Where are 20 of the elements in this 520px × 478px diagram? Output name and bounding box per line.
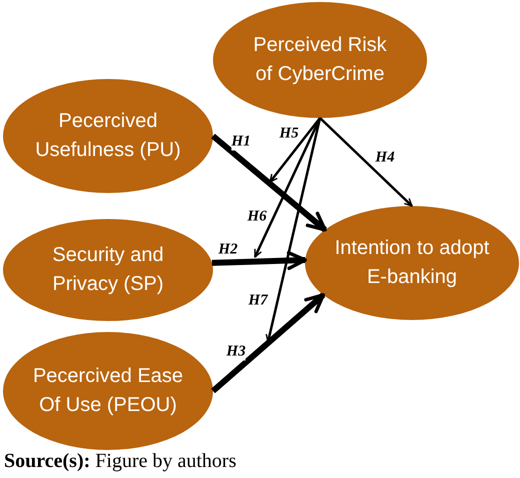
arrow (212, 251, 307, 270)
node-label: Security and Privacy (SP) (51, 243, 165, 297)
node-label: Pecercived Usefulness (PU) (34, 109, 182, 163)
arrow (269, 117, 321, 183)
arrow (319, 117, 413, 207)
node-label: Intention to adopt E-banking (334, 236, 490, 290)
node-label: Perceived Risk of CyberCrime (252, 33, 388, 87)
construct-ellipse (305, 206, 519, 320)
construct-ellipse (213, 2, 427, 118)
edge-label: H3 (226, 344, 246, 360)
arrow (266, 118, 322, 343)
construct-ellipse (3, 79, 213, 193)
edge-label: H1 (231, 134, 251, 150)
construct-ellipse (3, 219, 213, 321)
arrow (211, 134, 327, 232)
construct-ellipse (3, 332, 213, 450)
arrow (211, 292, 326, 394)
node-label: Pecercived Ease Of Use (PEOU) (32, 364, 184, 418)
caption: Source(s): Figure by authors (4, 449, 236, 473)
arrow (254, 117, 322, 258)
